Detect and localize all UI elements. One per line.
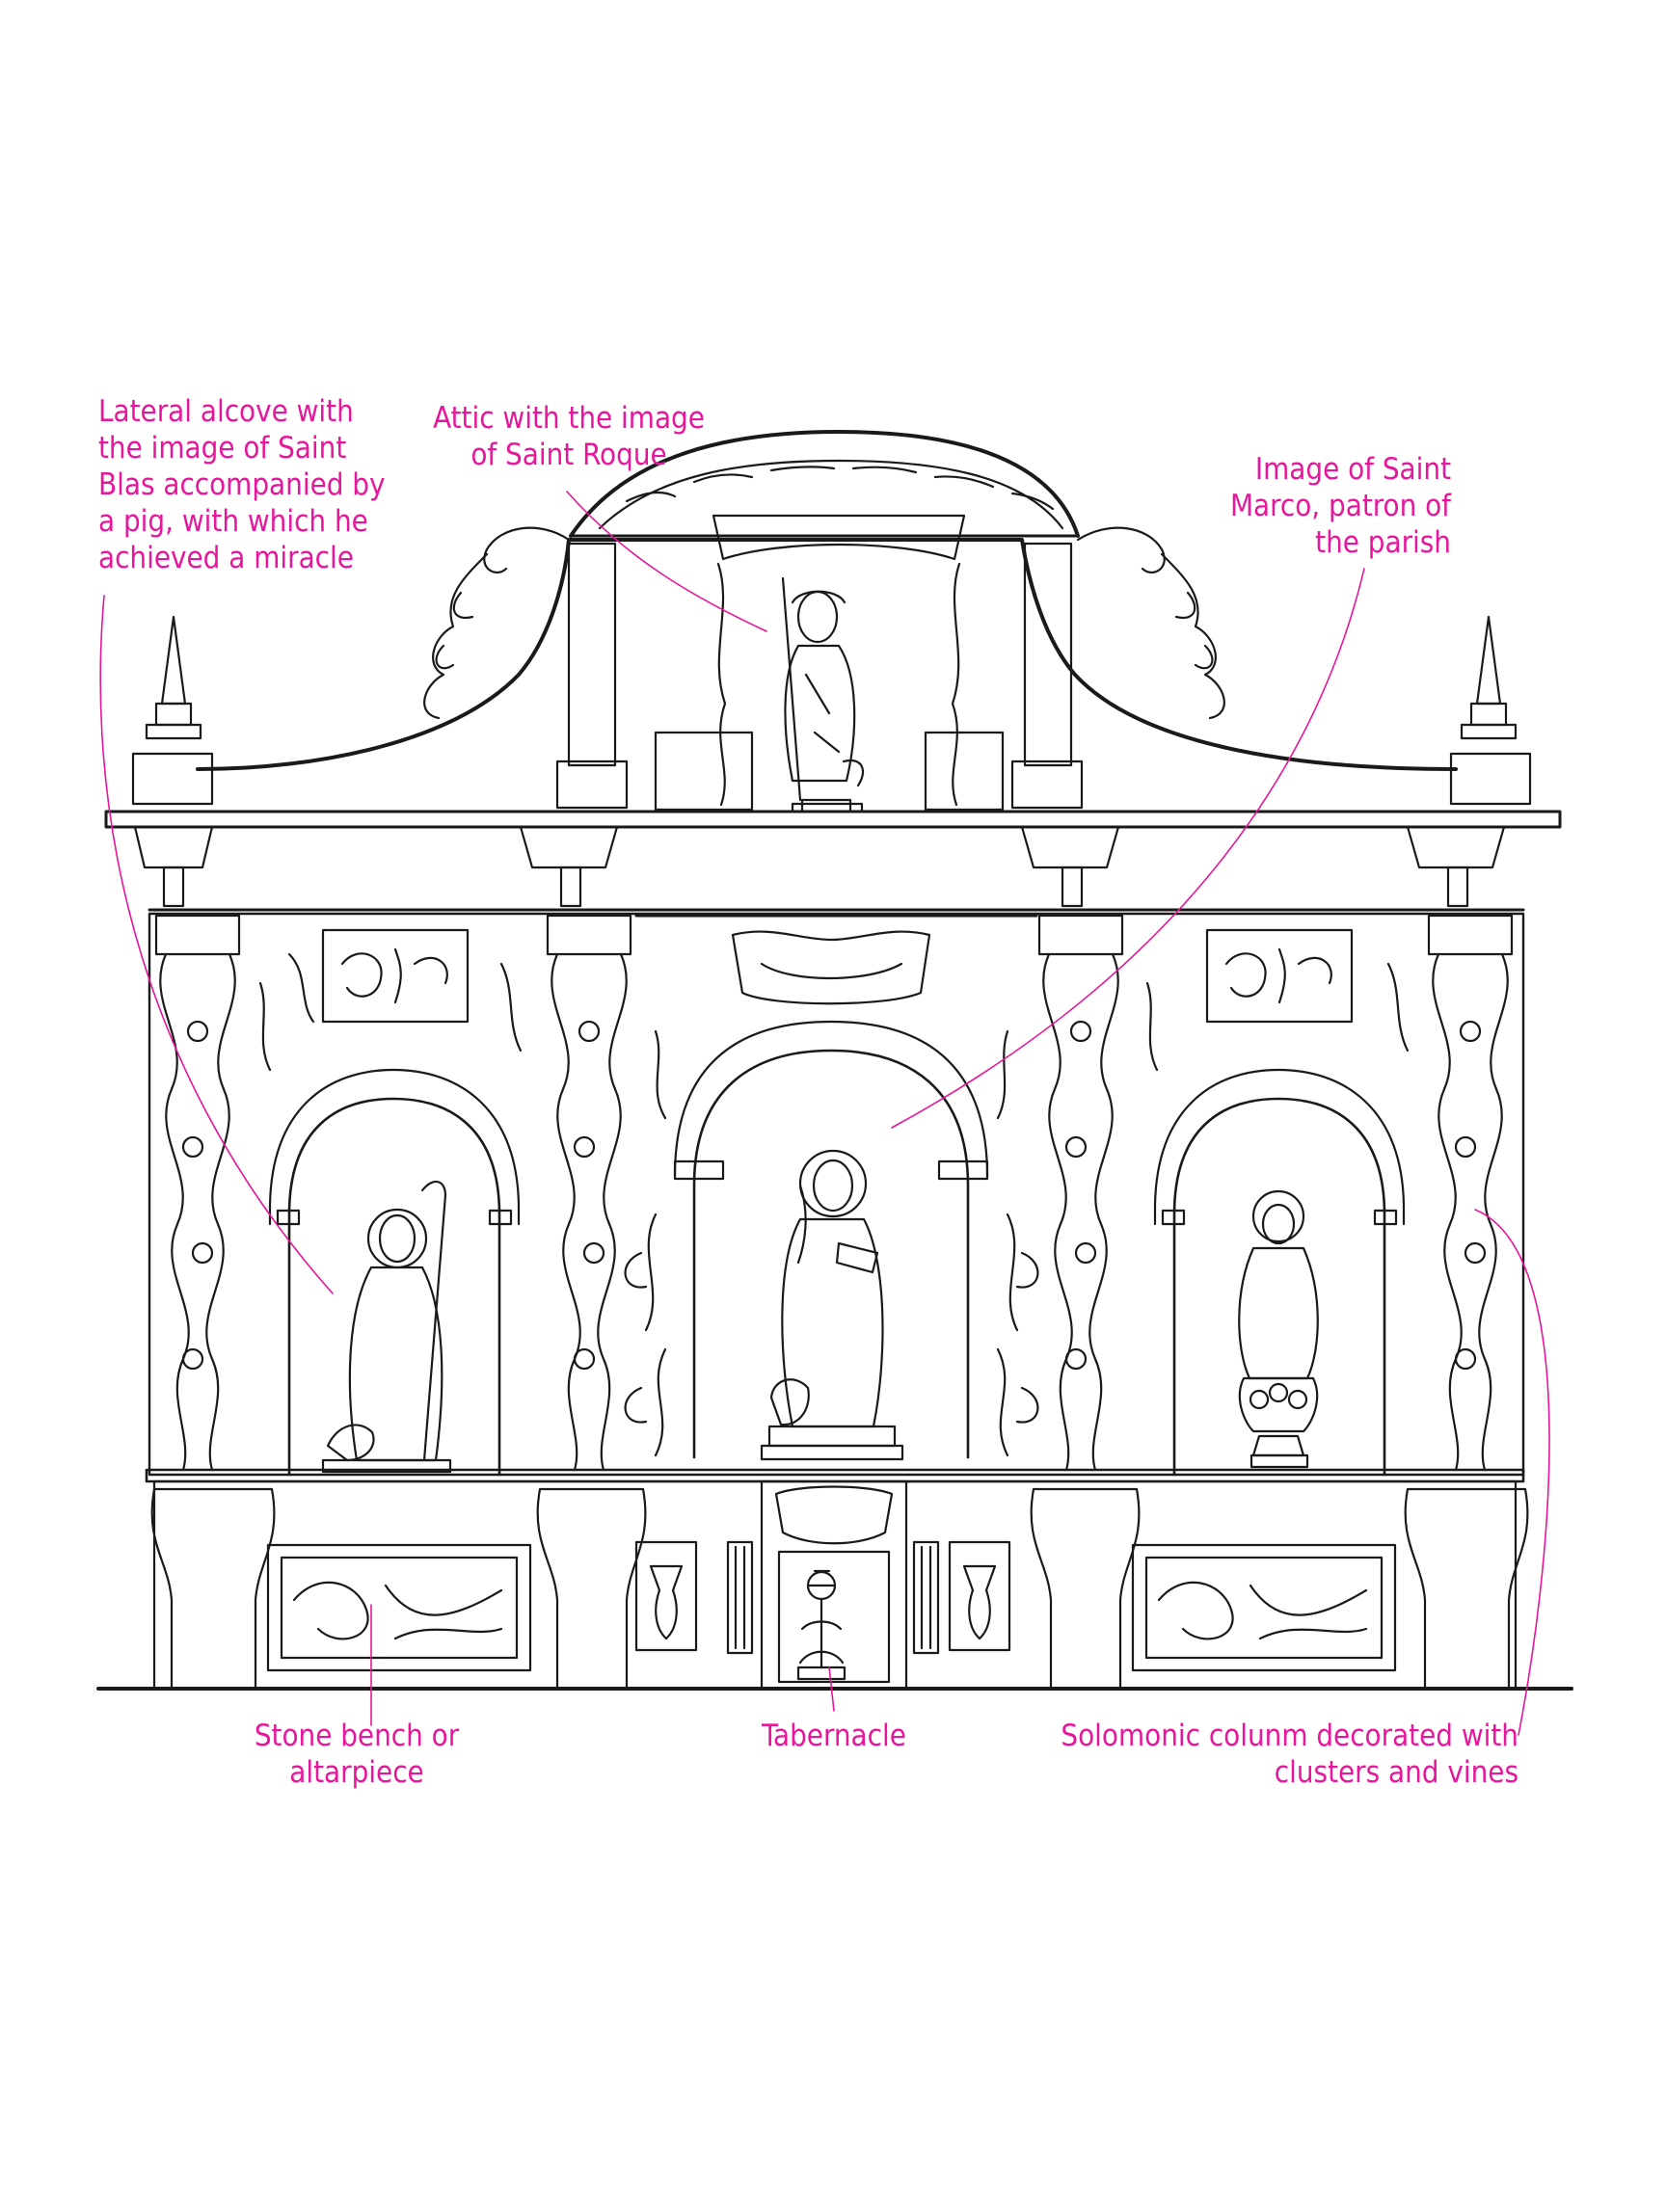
main-body — [148, 912, 1525, 1477]
tabernacle — [760, 1479, 908, 1691]
label-line: achieved a miracle — [98, 541, 354, 575]
attic-pilaster-left — [567, 542, 617, 767]
attic-arch — [569, 430, 1080, 538]
label-line: a pig, with which he — [98, 504, 368, 539]
finial-right — [1449, 615, 1532, 806]
label-line: Stone bench or — [254, 1719, 460, 1753]
label-line: clusters and vines — [1274, 1755, 1518, 1790]
label-line: of Saint Roque — [470, 438, 667, 472]
label-attic: Attic with the image of Saint Roque — [415, 400, 723, 473]
saint-marco-statue — [760, 1149, 904, 1461]
label-line: the image of Saint — [98, 431, 347, 466]
solomonic-column-2 — [546, 914, 632, 1472]
attic-curtain — [712, 514, 966, 561]
label-line: Blas accompanied by — [98, 467, 386, 502]
leader-tabernacle — [828, 1666, 835, 1712]
virgin-statue — [1238, 1189, 1319, 1469]
label-line: Lateral alcove with — [98, 394, 354, 429]
right-alcove — [1153, 1068, 1406, 1477]
solomonic-column-3 — [1037, 914, 1124, 1472]
center-alcove — [673, 930, 989, 1461]
label-tabernacle: Tabernacle — [713, 1718, 954, 1754]
saint-roque-statue — [781, 576, 865, 813]
upper-panel-right — [1205, 928, 1354, 1024]
label-line: Marco, patron of — [1229, 489, 1451, 523]
solomonic-column-4 — [1427, 914, 1514, 1472]
leader-lines — [99, 491, 1550, 1736]
finial-left — [131, 615, 214, 806]
entablature — [104, 810, 1562, 912]
attic-pilaster-right — [1023, 542, 1073, 767]
leader-solomonic-column — [1474, 1209, 1550, 1736]
leader-attic — [566, 491, 767, 632]
label-lateral-alcove: Lateral alcove with the image of Saint B… — [98, 393, 386, 576]
label-line: altarpiece — [289, 1755, 424, 1790]
label-line: Attic with the image — [433, 401, 705, 436]
label-saint-marco: Image of Saint Marco, patron of the pari… — [1157, 451, 1451, 561]
saint-blas-statue — [321, 1180, 452, 1474]
label-line: the parish — [1315, 525, 1451, 560]
label-stone-bench: Stone bench or altarpiece — [231, 1718, 482, 1791]
bench-panel-left — [266, 1543, 532, 1672]
attic — [131, 430, 1532, 813]
leader-saint-marco — [891, 568, 1365, 1129]
foliage-left — [423, 526, 571, 720]
label-solomonic-column: Solomonic colunm decorated with clusters… — [1022, 1718, 1518, 1791]
left-alcove — [268, 1068, 521, 1477]
label-line: Tabernacle — [762, 1719, 906, 1753]
label-line: Solomonic colunm decorated with — [1061, 1719, 1518, 1753]
label-line: Image of Saint — [1254, 452, 1451, 487]
attic-pediment — [196, 538, 1458, 771]
upper-panel-left — [321, 928, 470, 1024]
solomonic-column-1 — [154, 914, 241, 1472]
bench-panel-right — [1131, 1543, 1397, 1672]
leader-lateral-alcove — [99, 595, 334, 1294]
foliage-right — [1076, 526, 1225, 720]
